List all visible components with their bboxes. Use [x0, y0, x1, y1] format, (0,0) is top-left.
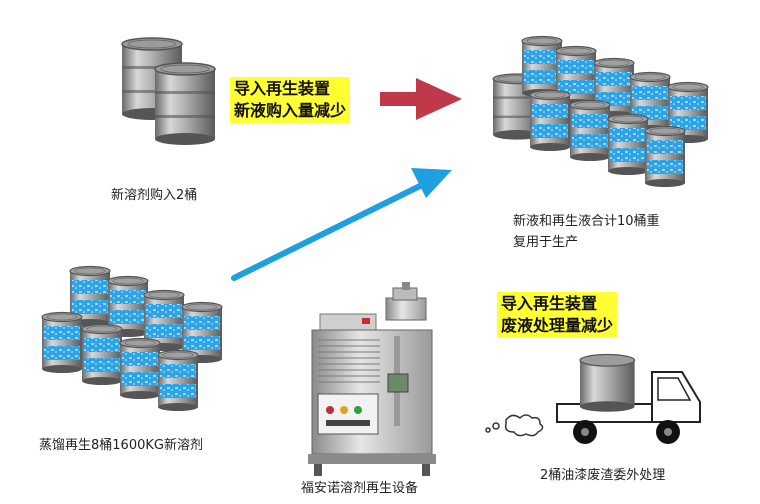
callout-new-liquid-reduction: 导入再生装置 新液购入量减少	[230, 77, 351, 123]
distilled-caption: 蒸馏再生8桶1600KG新溶剂	[39, 438, 203, 453]
callout-top-line2: 新液购入量减少	[234, 101, 347, 120]
callout-waste-reduction: 导入再生装置 废液处理量减少	[497, 292, 618, 338]
combined-caption-line2: 复用于生产	[513, 235, 579, 250]
callout-bottom-line1: 导入再生装置	[501, 294, 598, 313]
waste-caption: 2桶油漆废渣委外处理	[540, 468, 666, 483]
combined-caption-line1: 新液和再生液合计10桶重	[513, 214, 660, 229]
new-solvent-caption: 新溶剂购入2桶	[111, 188, 198, 203]
callout-bottom-line2: 废液处理量减少	[501, 316, 614, 335]
new-solvent-drums	[121, 37, 216, 146]
equipment-caption: 福安诺溶剂再生设备	[301, 481, 419, 496]
callout-top-line1: 导入再生装置	[234, 79, 331, 98]
combined-drums	[492, 35, 709, 188]
blue-arrow-icon	[231, 168, 452, 281]
exhaust-smoke-icon	[485, 414, 544, 437]
regeneration-equipment	[308, 282, 436, 476]
regenerated-drums	[41, 265, 223, 412]
red-arrow-icon	[380, 78, 462, 120]
truck-icon	[556, 353, 701, 444]
